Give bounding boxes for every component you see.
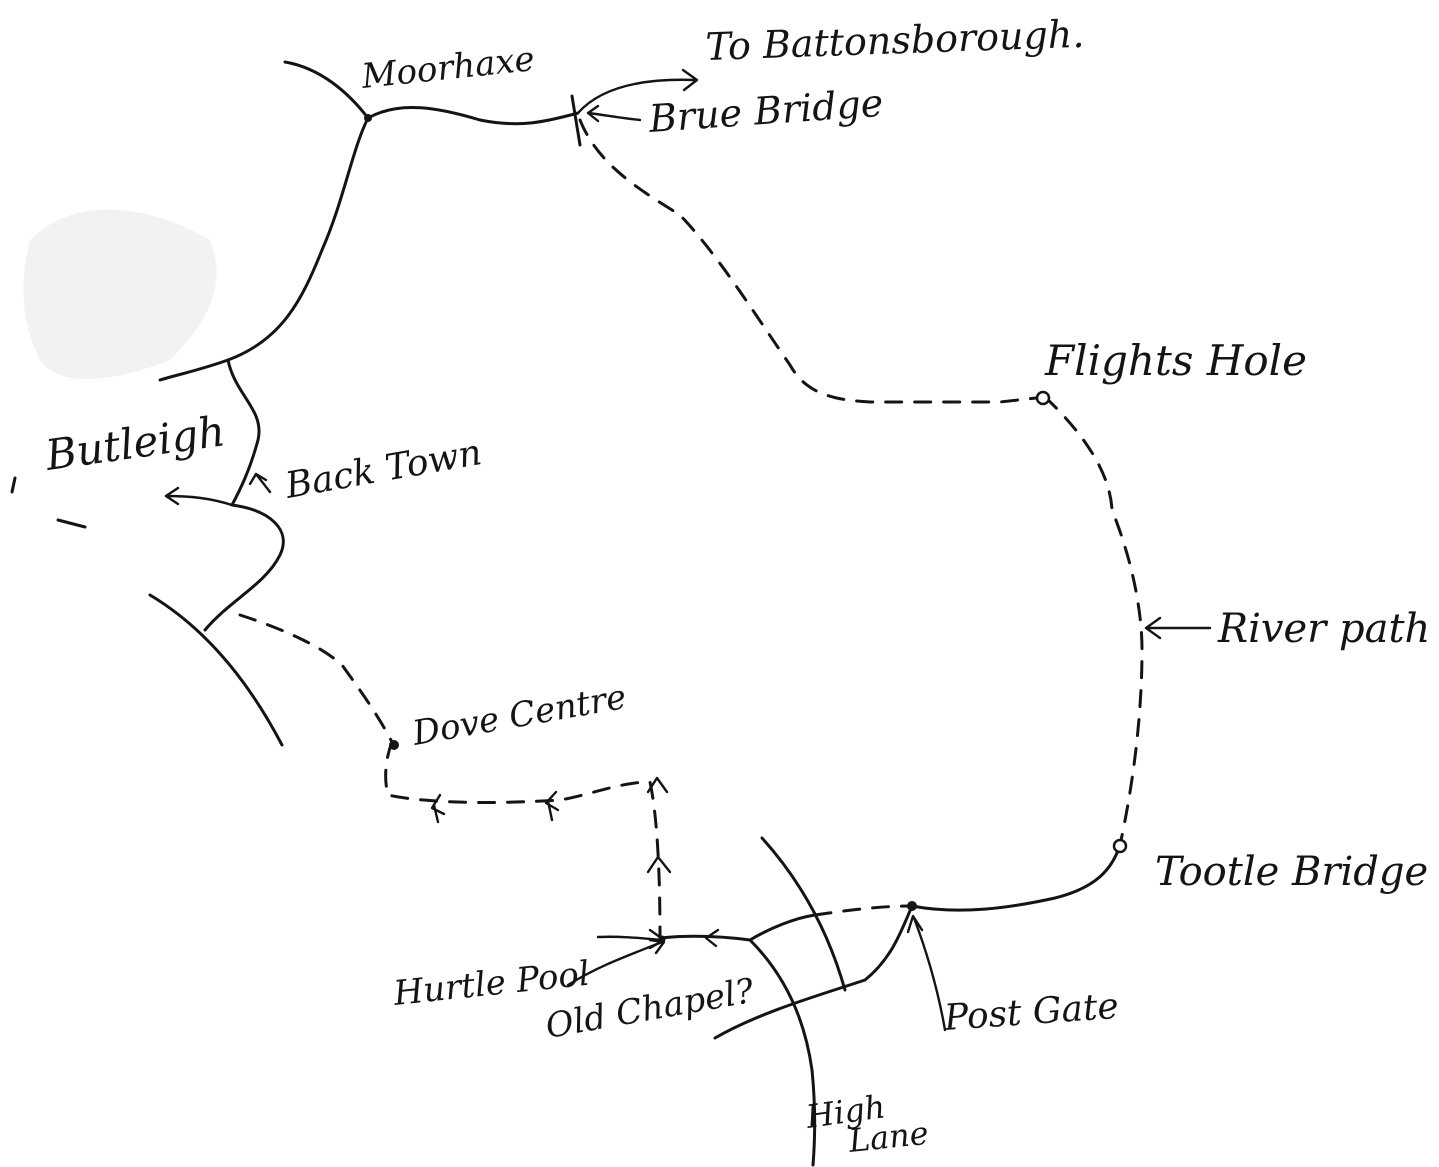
label-flights-hole: Flights Hole [1044,336,1307,385]
waypoint-post-gate [907,901,917,911]
label-tootle-bridge: Tootle Bridge [1155,849,1428,895]
path-arrows [248,68,1212,1032]
path-to-post-gate [813,904,914,917]
arrow-brue-bridge [586,104,642,123]
arrow-to-butleigh-shaft [164,494,234,507]
road-fragment-west [56,518,87,529]
road-southwest [148,593,284,747]
label-post-gate: Post Gate [942,986,1120,1039]
arrow-north-2 [646,776,669,794]
path-to-dove-centre [238,613,394,744]
footpaths [238,118,1144,940]
road-high-lane [748,938,817,1167]
road-old-chapel-east [658,913,817,942]
road-post-gate-to-tootle-bridge [910,843,1122,912]
arrow-east-2 [544,790,560,822]
waypoint-old-chapel [658,935,666,943]
road-moorhaxe-west [283,60,370,120]
arrow-to-butleigh-head [164,486,180,506]
road-cross [713,904,914,1040]
road-back-town [226,358,261,507]
arrow-old-chapel [566,938,666,987]
roads [10,60,1122,1167]
road-moorhaxe-to-brue-bridge [366,106,580,126]
label-battonsborough: To Battonsborough. [705,12,1085,69]
label-moorhaxe: Moorhaxe [359,39,537,97]
road-back-town-south [203,503,285,632]
arrow-post-gate [906,914,947,1032]
arrow-west-chapel [704,928,720,948]
road-fragment-edge [10,476,17,494]
arrow-north-1 [646,855,672,874]
paper-smudge [23,209,217,379]
path-brue-bridge-to-flights-hole [578,118,1047,404]
path-river [1043,395,1144,847]
arrow-east-1 [430,793,446,824]
label-dove-centre: Dove Centre [409,677,630,754]
label-butleigh: Butleigh [42,406,229,480]
label-lane: Lane [846,1114,930,1160]
arrow-to-battonsborough [576,68,699,115]
label-brue-bridge: Brue Bridge [647,81,885,141]
waypoint-moorhaxe [364,114,372,122]
road-east-curve [760,836,847,992]
label-river-path: River path [1217,606,1430,652]
path-dove-centre-east [384,740,662,940]
arrow-river-path [1144,616,1212,640]
brue-bridge-mark [570,94,582,147]
waypoint-flights-hole [1035,390,1051,406]
waypoints [364,114,1128,943]
waypoint-tootle-bridge [1112,838,1128,854]
road-moorhaxe-to-butleigh [158,116,370,382]
waypoint-dove-centre [389,740,399,750]
labels: Moorhaxe To Battonsborough. Brue Bridge … [42,12,1431,1160]
arrow-back-town [248,472,272,494]
label-back-town: Back Town [281,432,484,507]
